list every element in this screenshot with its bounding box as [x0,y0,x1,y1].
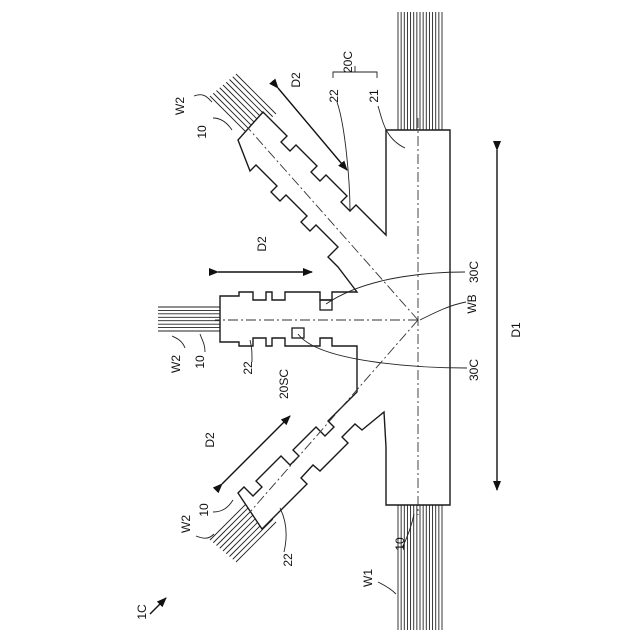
wire-strand [236,522,276,562]
leader-w2-bottom [196,534,214,538]
branch-body-outline [220,112,450,529]
wire-strand [217,91,257,131]
wire-strand [210,500,250,540]
label-22-top: 22 [327,89,341,103]
bracket-20c [333,66,377,78]
leader-w2-mid [172,336,185,348]
label-d2-upper: D2 [289,72,303,88]
label-30c-lower: 30C [467,359,481,381]
leader-10-top [213,118,232,130]
label-21: 21 [367,89,381,103]
label-w2-bottom: W2 [179,515,193,533]
branch-wire-bundle-middle [158,307,220,331]
wire-strand [213,503,253,543]
label-20sc: 20SC [277,369,291,399]
label-10-bottom: 10 [197,503,211,517]
label-10-middle: 10 [193,355,207,369]
trunk-wire-bundle-top [398,12,442,130]
leader-22-bottom [280,508,286,552]
label-wb: WB [465,294,479,313]
label-figure-1c: 1C [135,604,149,620]
label-d2-middle: D2 [255,236,269,252]
label-22-middle: 22 [241,361,255,375]
label-w2-middle: W2 [169,355,183,373]
arrow-1c [150,598,166,614]
wire-strand [233,519,273,559]
label-w2-top: W2 [173,97,187,115]
trunk-wire-bundle-bottom [398,505,442,630]
label-d1: D1 [509,322,523,338]
label-10-right: 10 [393,537,407,551]
label-30c-upper: 30C [467,261,481,283]
wire-strand [210,96,250,136]
leader-w2-top [194,95,212,102]
label-d2-lower: D2 [203,432,217,448]
leader-10-bottom [213,500,233,512]
label-22-bottom: 22 [281,553,295,567]
label-10-top: 10 [195,125,209,139]
wire-strand [213,93,253,133]
label-group-20c: 20C [341,51,355,73]
leader-10-mid [200,334,205,352]
wire-strand [236,74,276,114]
label-w1: W1 [361,569,375,587]
wire-strand [233,77,273,117]
leader-w1 [378,582,396,594]
